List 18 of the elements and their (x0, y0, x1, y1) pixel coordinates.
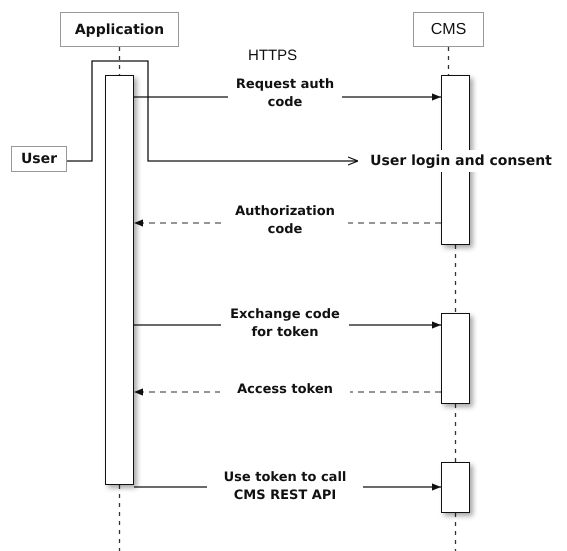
participant-name: CMS (430, 20, 466, 38)
message-arrow (67, 60, 359, 166)
protocol-label: HTTPS (248, 47, 298, 64)
participant-box (60, 12, 179, 47)
participant-name: User (20, 151, 58, 167)
message-label: User login and consent (370, 153, 552, 169)
lifeline (454, 513, 456, 551)
activation-bar (441, 313, 470, 404)
lifeline (118, 485, 120, 551)
lifeline (118, 47, 120, 75)
participant-box (413, 12, 484, 47)
lifeline (454, 245, 456, 313)
activation-bar (105, 75, 134, 485)
activation-bar (441, 462, 470, 513)
participant-box (11, 146, 67, 172)
lifeline (454, 404, 456, 462)
participant-name: Application (74, 22, 164, 38)
lifeline (448, 47, 450, 75)
